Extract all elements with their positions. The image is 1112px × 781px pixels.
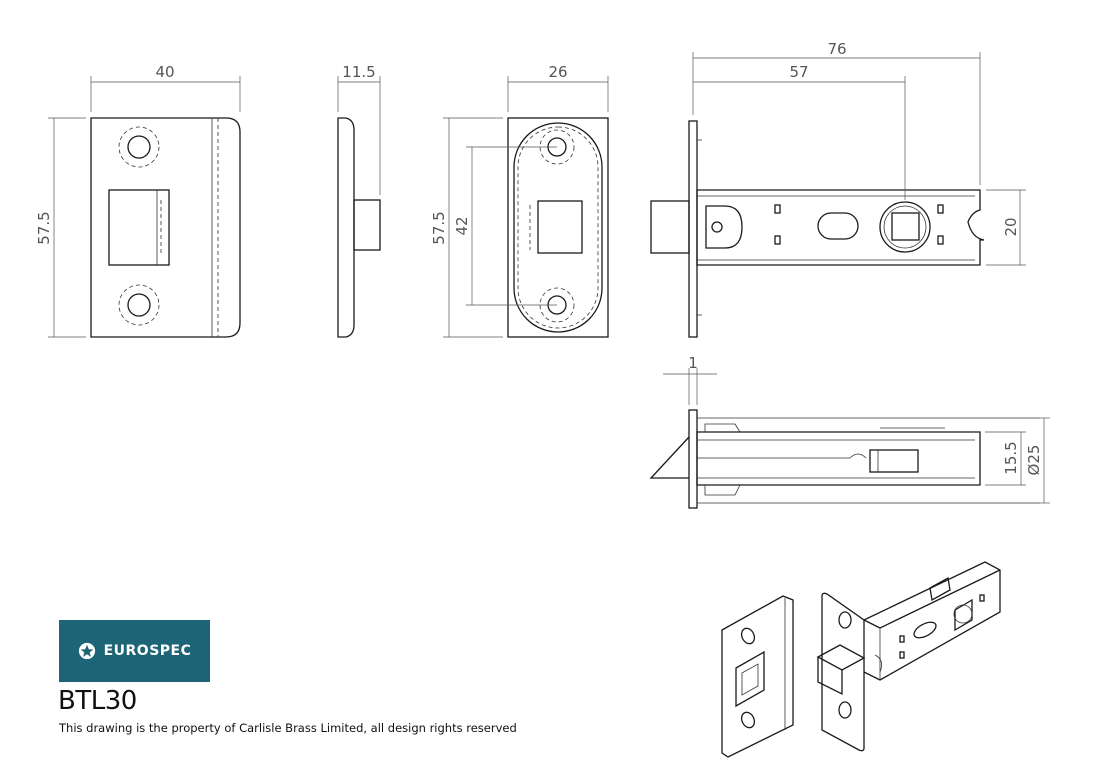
fixing-centres-dimension: 42 [453,146,557,306]
faceplate-width-label: 26 [548,63,567,81]
side-depth-dimension: 11.5 [337,63,381,195]
isometric-assembly-view [721,561,1001,758]
latch-body-side-view [649,409,1040,509]
overall-length-dimension: 76 [692,40,981,185]
striker-height-dimension: 57.5 [35,117,86,338]
backset-label: 57 [789,63,808,81]
copyright-notice: This drawing is the property of Carlisle… [59,721,517,735]
product-code: BTL30 [58,686,137,716]
case-depth-label: 15.5 [1002,441,1020,474]
striker-width-dimension: 40 [90,63,241,112]
case-depth-dimension: 15.5 [985,431,1026,486]
striker-plate-side-view [337,117,381,338]
fixing-centres-label: 42 [453,216,471,235]
latch-faceplate-front-view [507,117,609,338]
latch-body-top-view [650,120,985,338]
striker-height-label: 57.5 [35,211,53,244]
striker-plate-front-view [90,117,241,338]
striker-width-label: 40 [155,63,174,81]
brand-name: EUROSPEC [103,643,192,659]
side-depth-label: 11.5 [342,63,375,81]
faceplate-height-label: 57.5 [430,211,448,244]
overall-length-label: 76 [827,40,846,58]
forend-thickness-label: 1 [688,354,698,372]
case-height-dimension: 20 [986,189,1026,266]
brand-logo: EUROSPEC [59,620,210,682]
case-height-label: 20 [1002,217,1020,236]
star-emblem-icon [78,642,95,660]
faceplate-width-dimension: 26 [507,63,609,112]
faceplate-height-dimension: 57.5 [430,117,503,338]
follower-diameter-label: Ø25 [1025,445,1043,476]
backset-dimension: 57 [693,63,906,200]
forend-thickness-dimension: 1 [663,354,717,405]
follower-diameter-dimension: Ø25 [1025,417,1050,504]
